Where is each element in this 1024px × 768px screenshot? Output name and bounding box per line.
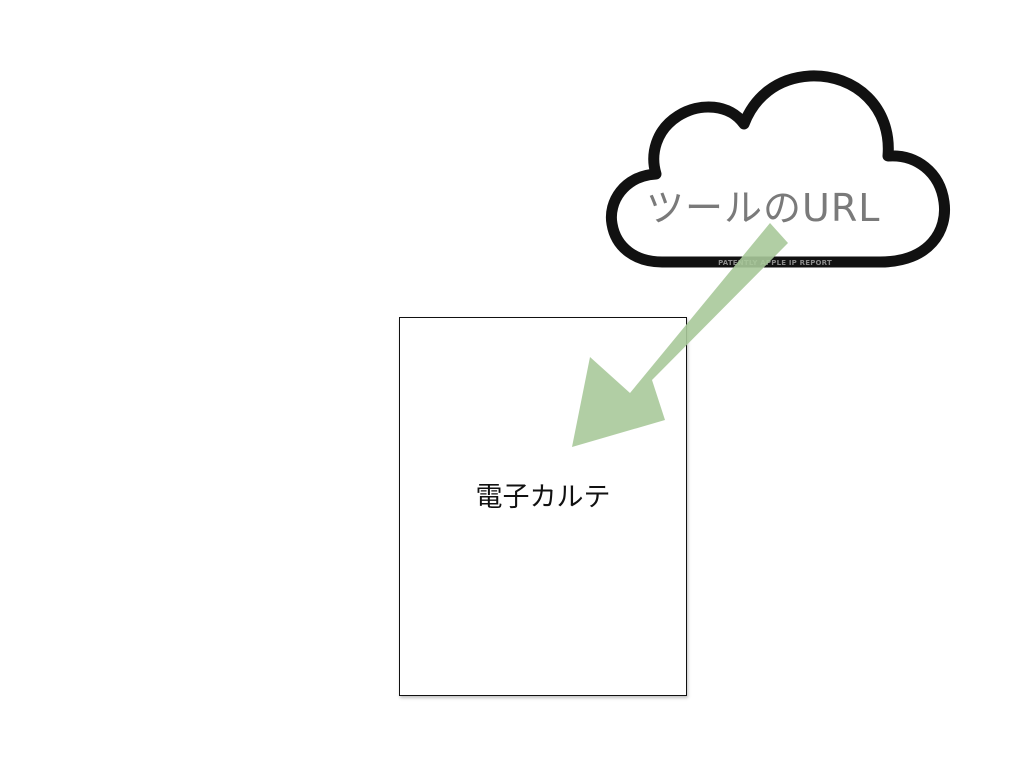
arrow-down-left-icon (572, 223, 788, 447)
watermark-text: PATENTLY APPLE IP REPORT (718, 259, 832, 267)
document-label: 電子カルテ (475, 482, 611, 513)
cloud-icon (605, 70, 951, 268)
cloud-label: ツールのURL (646, 186, 881, 230)
document-box: 電子カルテ (399, 317, 687, 696)
